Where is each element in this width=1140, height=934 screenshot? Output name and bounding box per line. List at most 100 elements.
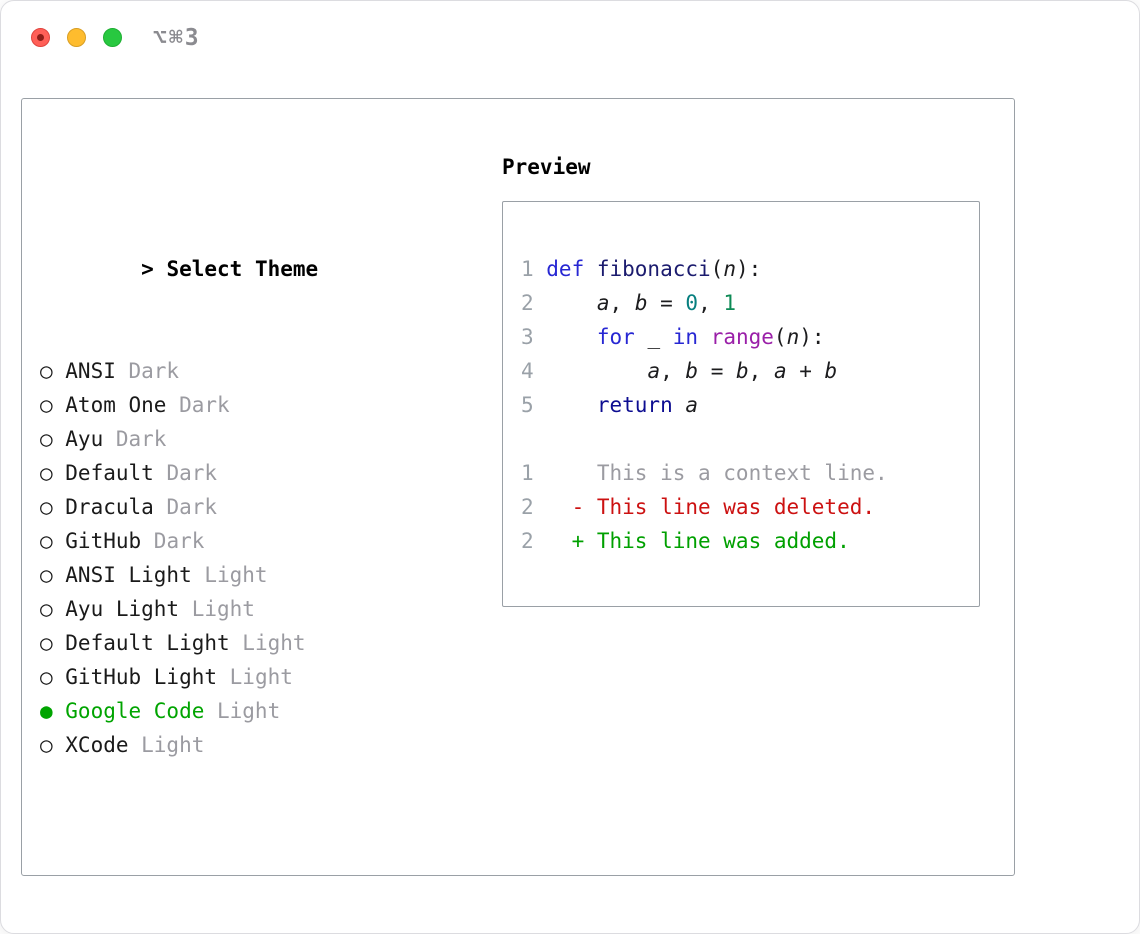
- spacer: [40, 864, 394, 898]
- theme-variant: Light: [242, 631, 306, 655]
- line-number: 1: [521, 461, 534, 485]
- code-token: +: [786, 359, 825, 383]
- minimize-button[interactable]: [67, 28, 86, 47]
- radio-icon: ○: [40, 665, 53, 689]
- theme-variant: Light: [141, 733, 205, 757]
- cursor-prefix-icon: >: [141, 257, 154, 281]
- theme-name: ANSI: [65, 359, 129, 383]
- theme-variant: Dark: [166, 495, 218, 519]
- theme-variant: Dark: [115, 427, 167, 451]
- code-token: a: [596, 291, 610, 315]
- theme-selector-panel: >Select Theme ○ANSI Dark○Atom One Dark○A…: [21, 98, 1015, 876]
- theme-item[interactable]: ○ XCode Light: [40, 728, 394, 762]
- theme-selector-column: >Select Theme ○ANSI Dark○Atom One Dark○A…: [40, 150, 394, 933]
- code-token: n: [786, 325, 800, 349]
- window-shortcut-label: ⌥⌘3: [153, 24, 201, 51]
- close-dot-icon: [37, 34, 44, 41]
- code-line: 4 a, b = b, a + b: [521, 354, 961, 388]
- radio-icon: ○: [40, 733, 53, 757]
- code-token: b: [685, 359, 699, 383]
- theme-name: Atom One: [65, 393, 180, 417]
- diff-line: 2 + This line was added.: [521, 524, 961, 558]
- theme-item[interactable]: ○Ayu Dark: [40, 422, 394, 456]
- radio-icon: ○: [40, 461, 53, 485]
- radio-icon: ○: [40, 495, 53, 519]
- theme-item[interactable]: ○ Dracula Dark: [40, 490, 394, 524]
- radio-icon: ○: [40, 393, 53, 417]
- line-number: 1: [521, 257, 534, 281]
- theme-name: Dracula: [65, 495, 167, 519]
- theme-list: ○ANSI Dark○Atom One Dark○Ayu Dark○Defaul…: [40, 354, 394, 762]
- code-token: (: [773, 325, 787, 349]
- code-token: def: [546, 257, 597, 281]
- titlebar: ⌥⌘3: [31, 24, 201, 51]
- theme-item[interactable]: ○ Default Light Light: [40, 626, 394, 660]
- theme-variant: Dark: [179, 393, 230, 417]
- theme-variant: Light: [217, 699, 281, 723]
- code-token: a: [773, 359, 787, 383]
- code-token: [698, 325, 711, 349]
- code-token: [673, 393, 686, 417]
- theme-name: XCode: [65, 733, 142, 757]
- code-token: [546, 393, 597, 417]
- line-number: 2: [521, 291, 534, 315]
- radio-icon: ○: [40, 631, 53, 655]
- code-token: a: [685, 393, 699, 417]
- code-line: 5 return a: [521, 388, 961, 422]
- theme-item[interactable]: ○ Default Dark: [40, 456, 394, 490]
- theme-item[interactable]: ○ANSI Light Light: [40, 558, 394, 592]
- theme-variant: Light: [204, 563, 268, 587]
- code-token: [546, 359, 647, 383]
- diff-line: 1 This is a context line.: [521, 456, 961, 490]
- select-theme-title: > Select Theme: [40, 218, 394, 281]
- code-token: This is a context line.: [546, 461, 888, 485]
- theme-name: Default Light: [65, 631, 243, 655]
- radio-icon: ○: [40, 597, 53, 621]
- code-token: ):: [799, 325, 825, 349]
- theme-variant: Dark: [166, 461, 218, 485]
- line-number: 5: [521, 393, 534, 417]
- code-token: n: [723, 257, 736, 281]
- code-token: =: [698, 359, 736, 383]
- theme-item[interactable]: ○ANSI Dark: [40, 354, 394, 388]
- code-token: fibonacci: [596, 257, 711, 281]
- code-token: - This line was deleted.: [546, 495, 876, 519]
- line-number: 2: [521, 529, 534, 553]
- code-token: in: [672, 325, 699, 349]
- theme-item[interactable]: ●Google Code Light: [40, 694, 394, 728]
- theme-item[interactable]: ○ Atom One Dark: [40, 388, 394, 422]
- diff-line: 2 - This line was deleted.: [521, 490, 961, 524]
- zoom-button[interactable]: [103, 28, 122, 47]
- code-line: 2 a, b = 0, 1: [521, 286, 961, 320]
- theme-item[interactable]: ○GitHub Dark: [40, 524, 394, 558]
- theme-name: Ayu Light: [65, 597, 192, 621]
- theme-item[interactable]: ○GitHub Light Light: [40, 660, 394, 694]
- line-number: 4: [521, 359, 534, 383]
- code-token: _: [634, 325, 673, 349]
- code-token: ,: [698, 291, 724, 315]
- code-token: a: [647, 359, 661, 383]
- code-token: b: [824, 359, 838, 383]
- code-token: for: [596, 325, 635, 349]
- theme-variant: Light: [229, 665, 293, 689]
- close-button[interactable]: [31, 28, 50, 47]
- code-token: ):: [735, 257, 762, 281]
- radio-icon: ●: [40, 699, 53, 723]
- diff-preview: 1 This is a context line.2 - This line w…: [521, 456, 961, 558]
- code-token: ,: [748, 359, 774, 383]
- radio-icon: ○: [40, 427, 53, 451]
- code-token: + This line was added.: [546, 529, 850, 553]
- code-token: [546, 291, 597, 315]
- select-theme-title-label: Select Theme: [166, 257, 319, 281]
- theme-item[interactable]: ○ Ayu Light Light: [40, 592, 394, 626]
- theme-name: GitHub: [65, 529, 154, 553]
- code-token: (: [710, 257, 724, 281]
- code-line: 1 def fibonacci(n):: [521, 252, 961, 286]
- spacer: [521, 422, 961, 456]
- theme-name: Default: [65, 461, 167, 485]
- code-token: b: [634, 291, 648, 315]
- theme-variant: Light: [191, 597, 255, 621]
- theme-name: ANSI Light: [65, 563, 205, 587]
